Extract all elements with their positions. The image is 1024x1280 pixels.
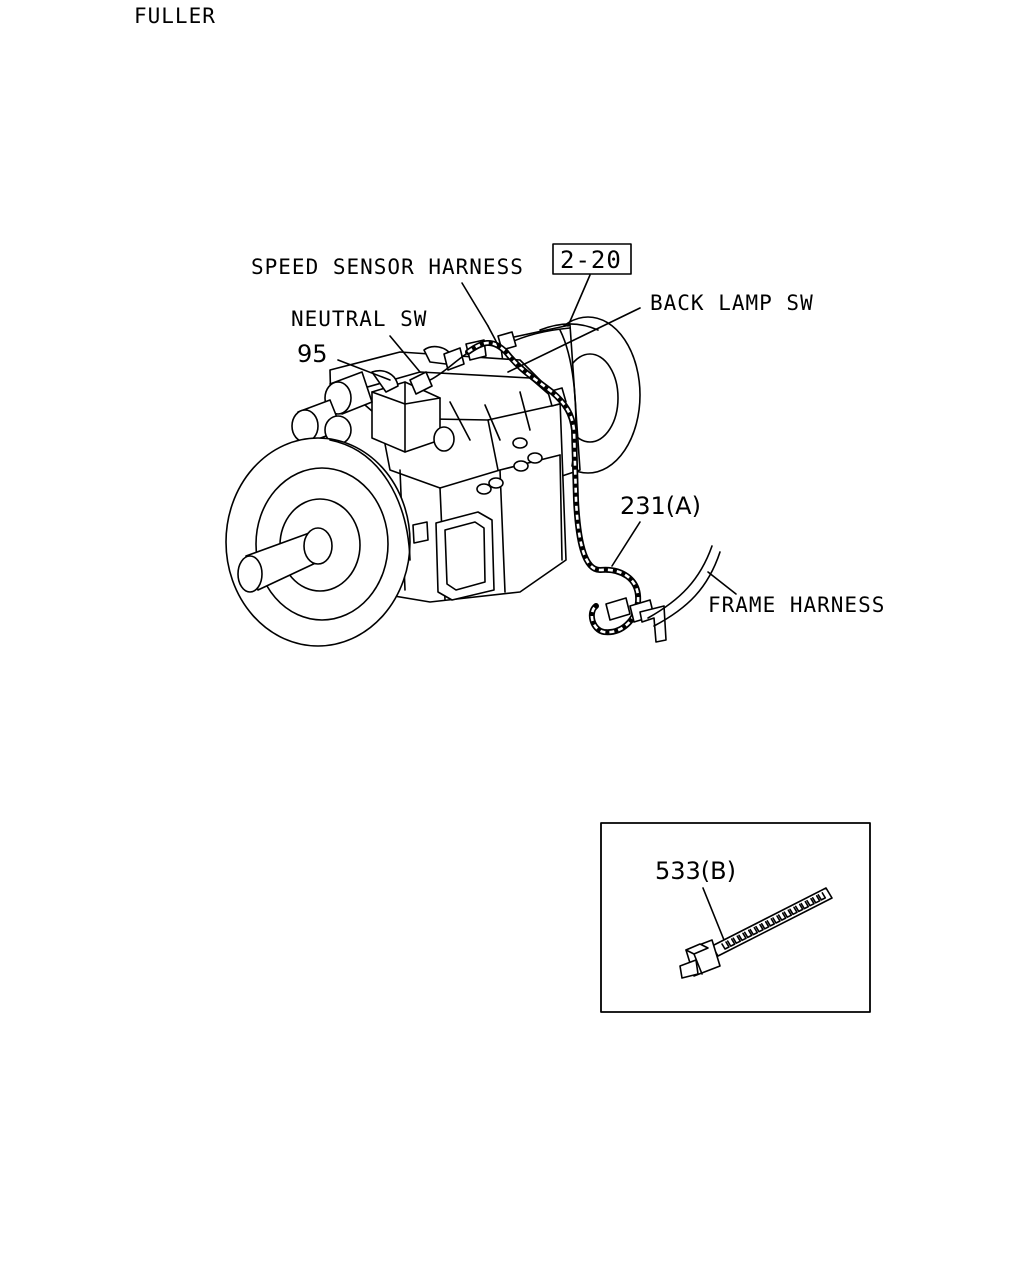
tie-tooth (772, 915, 781, 924)
leader-part-533 (702, 887, 725, 941)
tie-tooth (766, 918, 776, 927)
ref-box-label: 2-20 (560, 246, 622, 274)
tie-tooth (755, 923, 764, 933)
wire-harness (429, 340, 721, 643)
leader-back-lamp-sw (507, 307, 641, 373)
label-speed-sensor-harness: SPEED SENSOR HARNESS (251, 255, 524, 279)
tie-tooth (760, 921, 770, 930)
callouts: SPEED SENSOR HARNESS 2-20 BACK LAMP SW N… (251, 243, 885, 617)
label-part-533: 533(B) (655, 857, 736, 885)
label-frame-harness: FRAME HARNESS (708, 593, 885, 617)
tie-tooth (794, 903, 804, 913)
tie-tooth (749, 926, 759, 936)
tie-tooth (783, 909, 793, 918)
tie-tooth (732, 935, 742, 944)
tie-tooth (817, 892, 827, 901)
front-flange (225, 437, 411, 647)
tie-tooth (789, 906, 798, 916)
tie-tooth (800, 900, 810, 910)
tie-tooth (726, 938, 736, 947)
label-part-95: 95 (297, 340, 328, 368)
leader-frame-harness (707, 571, 737, 595)
detail-inset: 533(B) (600, 822, 871, 1013)
leader-part-231 (611, 521, 641, 567)
cable-tie (679, 887, 833, 979)
brand-title: FULLER (134, 4, 216, 28)
tie-tooth (743, 929, 753, 939)
detail-frame (600, 822, 871, 1013)
transmission-illustration (225, 316, 721, 647)
leader-neutral-sw (389, 335, 421, 373)
tie-tooth (777, 912, 787, 921)
tie-tooth (738, 932, 747, 942)
tie-tooth (806, 897, 815, 907)
label-back-lamp-sw: BACK LAMP SW (650, 291, 814, 315)
leader-part-95 (337, 359, 391, 381)
label-part-231: 231(A) (620, 492, 701, 520)
tie-tooth (811, 895, 821, 904)
leader-speed-sensor (461, 282, 489, 327)
leader-ref-box (567, 274, 591, 327)
ref-box-frame (552, 243, 632, 275)
label-neutral-sw: NEUTRAL SW (291, 307, 427, 331)
tie-tooth (721, 941, 730, 950)
